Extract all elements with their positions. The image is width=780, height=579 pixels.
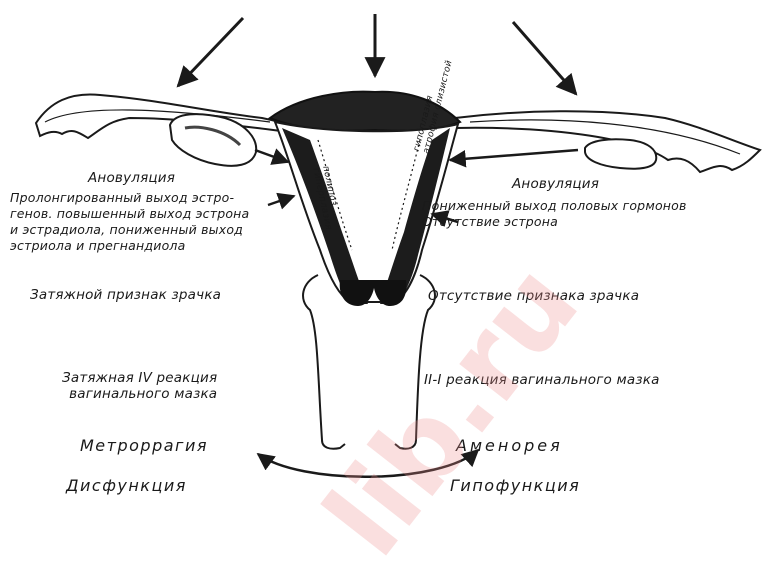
arrow-left-ovary [255,150,288,162]
right-ovary [585,139,656,168]
arrow-top-left [178,18,243,86]
dysfunction-label: Дисфункция [66,478,187,494]
top-arrows [178,14,576,94]
left-fallopian-tube [36,94,290,138]
arrow-left-wall [268,196,294,205]
anovulation-left-label: Ановуляция [88,170,175,186]
arrow-right-ovary [450,150,578,160]
metrorrhagia-label: Метроррагия [80,438,208,454]
estrogen-output-left-label: Пролонгированный выход эстро- генов. пов… [10,190,249,254]
hormone-output-right-label: Пониженный выход половых гормонов Отсутс… [422,198,687,230]
smear-reaction-left-label: Затяжная IV реакция вагинального мазка [62,370,217,402]
diagram: полипоз гиперплазия гипоплазия атрофия с… [0,0,780,501]
pupil-sign-left-label: Затяжной признак зрачка [30,287,221,303]
arrow-top-right [513,22,576,94]
anovulation-right-label: Ановуляция [512,176,599,192]
